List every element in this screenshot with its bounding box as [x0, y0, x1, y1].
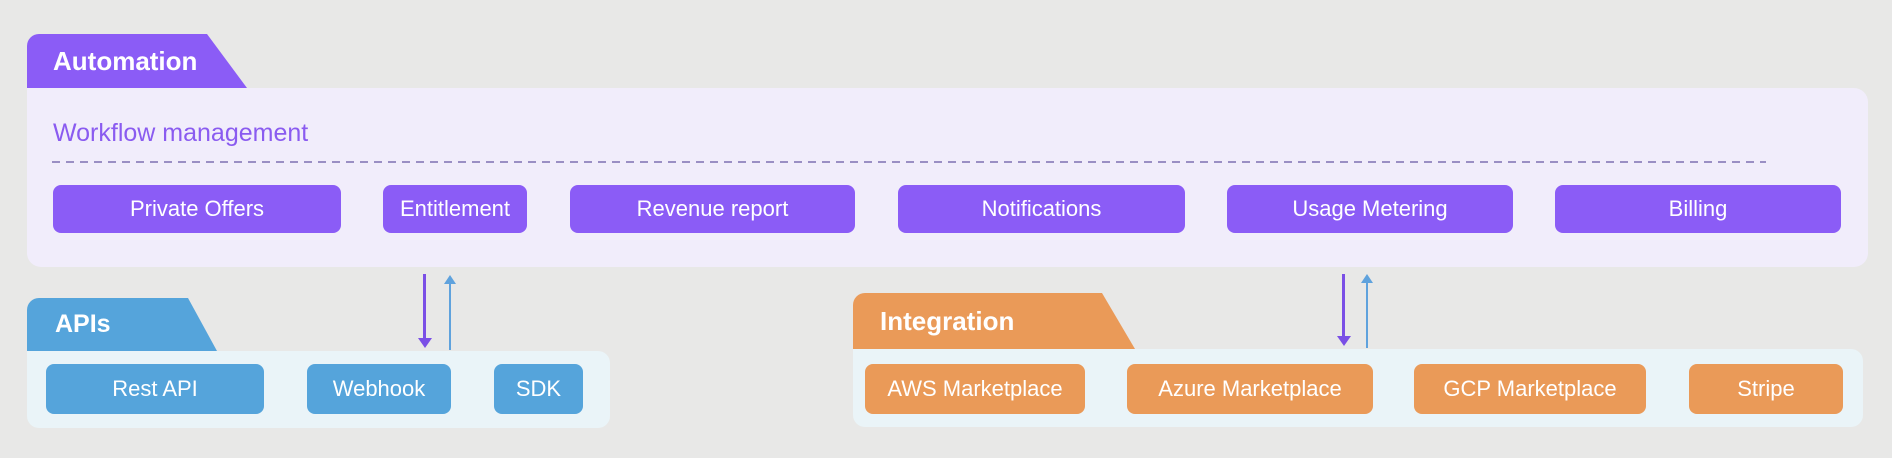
dashed-divider [52, 161, 1766, 163]
automation-panel [27, 88, 1868, 267]
automation-tab: Automation [27, 34, 247, 88]
chip-gcp-marketplace[interactable]: GCP Marketplace [1414, 364, 1646, 414]
arrow-up-icon [449, 284, 451, 350]
chip-sdk[interactable]: SDK [494, 364, 583, 414]
chip-rest-api[interactable]: Rest API [46, 364, 264, 414]
chip-azure-marketplace[interactable]: Azure Marketplace [1127, 364, 1373, 414]
apis-tab: APIs [27, 298, 217, 351]
arrow-down-icon [1342, 274, 1345, 337]
chip-entitlement[interactable]: Entitlement [383, 185, 527, 233]
chip-stripe[interactable]: Stripe [1689, 364, 1843, 414]
chip-usage-metering[interactable]: Usage Metering [1227, 185, 1513, 233]
integration-tab-label: Integration [880, 305, 1015, 336]
arrow-up-icon [1366, 283, 1368, 348]
chip-revenue-report[interactable]: Revenue report [570, 185, 855, 233]
chip-notifications[interactable]: Notifications [898, 185, 1185, 233]
chip-aws-marketplace[interactable]: AWS Marketplace [865, 364, 1085, 414]
integration-tab: Integration [853, 293, 1135, 349]
automation-tab-label: Automation [53, 45, 198, 76]
apis-tab-label: APIs [55, 310, 111, 338]
chip-webhook[interactable]: Webhook [307, 364, 451, 414]
chip-billing[interactable]: Billing [1555, 185, 1841, 233]
arrow-down-icon [423, 274, 426, 339]
workflow-management-title: Workflow management [53, 119, 309, 147]
chip-private-offers[interactable]: Private Offers [53, 185, 341, 233]
